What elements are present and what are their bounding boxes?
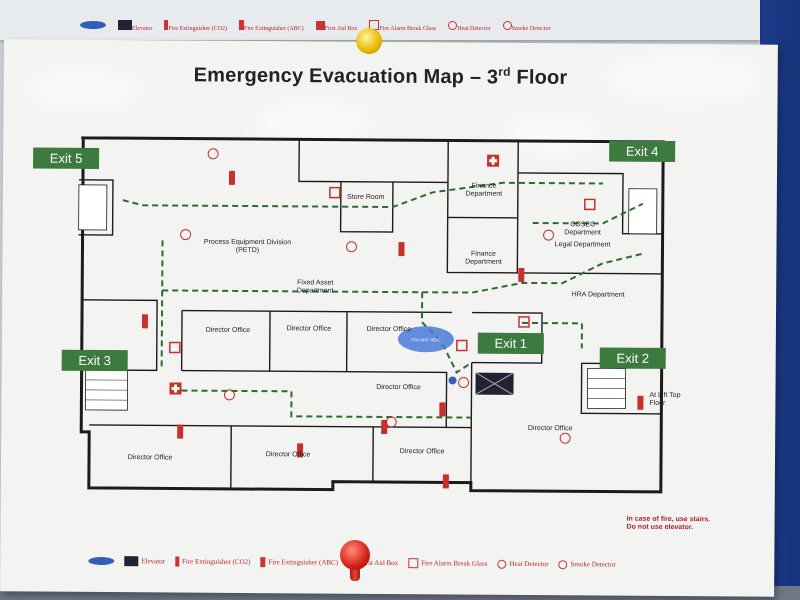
smoke-detector-icon (558, 559, 568, 569)
legend-label: Fire Extinguisher (CO2) (181, 557, 251, 567)
first-aid-crosses (171, 156, 498, 393)
upper-legend-you-are-here (80, 21, 106, 31)
legend-label: Elevator (132, 26, 153, 32)
exit-3-sign: Exit 3 (61, 349, 128, 372)
floor-plan (78, 136, 665, 494)
legend-label: Fire Alarm Break Glass (421, 559, 488, 568)
legend-label: Smoke Detector (511, 25, 551, 32)
legend-label: Fire Alarm Break Glass (379, 26, 437, 32)
fire-stairs-note: In case of fire, use stairs. Do not use … (627, 516, 711, 533)
fire-extinguisher-icon (260, 557, 266, 568)
room-fixed-asset: Fixed Asset Department (296, 279, 334, 295)
heat-detector-icon (448, 20, 458, 30)
elevator-block (475, 372, 514, 396)
first-aid-icon (315, 20, 325, 30)
room-petd: Process Equipment Division (PETD) (203, 238, 292, 255)
exit-1-sign: Exit 1 (477, 332, 544, 355)
room-director-8: Director Office (527, 424, 573, 433)
legend-label: Elevator (141, 557, 166, 566)
room-director-4: Director Office (376, 383, 421, 392)
you-are-here-icon (88, 556, 115, 566)
red-pushpin-shaft (350, 565, 360, 581)
exit-4-sign: Exit 4 (609, 140, 676, 162)
room-store: Store Room (347, 193, 385, 201)
room-director-7: Director Office (399, 448, 445, 456)
yellow-pushpin (356, 28, 382, 54)
upper-legend-abc: Fire Extinguisher (ABC) (239, 20, 304, 32)
legend-co2: Fire Extinguisher (CO2) (174, 556, 251, 568)
legend-label: First Aid Box (324, 25, 358, 32)
room-hra: HRA Department (571, 291, 625, 299)
upper-legend-elevator: Elevator (118, 20, 152, 32)
legend-you-are-here (88, 556, 115, 566)
upper-legend-co2: Fire Extinguisher (CO2) (164, 20, 227, 32)
room-director-6: Director Office (265, 451, 311, 459)
you-are-here-dot (448, 376, 457, 385)
note-line-2: Do not use elevator. (626, 524, 694, 532)
elevator-icon (124, 556, 139, 567)
alarm-markers (168, 186, 596, 354)
upper-legend-heat: Heat Detector (448, 20, 491, 32)
extinguisher-markers (141, 170, 644, 489)
legend-elevator: Elevator (124, 556, 166, 567)
lift-top-floor-note: At Lift Top Floor (649, 391, 681, 407)
upper-legend-aid: First Aid Box (315, 20, 358, 32)
exit-5-sign: Exit 5 (33, 147, 100, 169)
legend-abc: Fire Extinguisher (ABC) (260, 557, 338, 568)
interior-walls (78, 139, 663, 491)
exit-2-sign: Exit 2 (599, 347, 666, 369)
room-director-2: Director Office (286, 325, 332, 333)
legend-label: Fire Extinguisher (ABC) (244, 26, 304, 32)
legend-label: Fire Extinguisher (CO2) (168, 26, 227, 32)
room-director-5: Director Office (127, 454, 173, 462)
legend-label: Fire Extinguisher (ABC) (268, 558, 339, 567)
room-finance-2: Finance Department (465, 250, 502, 266)
elevator-icon (118, 20, 132, 30)
detector-markers (180, 148, 571, 444)
legend-smoke: Smoke Detector (558, 559, 616, 569)
legend-label: Heat Detector (509, 559, 549, 569)
red-pushpin (340, 540, 370, 570)
heat-detector-icon (497, 559, 507, 569)
fire-extinguisher-icon (239, 20, 244, 30)
legend-label: Smoke Detector (570, 560, 616, 569)
room-cosec: COSEC Department (564, 221, 601, 237)
evacuation-routes (122, 181, 644, 419)
evacuation-map-sheet: Emergency Evacuation Map – 3rd Floor (0, 39, 778, 597)
stair-treads (85, 378, 626, 401)
upper-legend: Elevator Fire Extinguisher (CO2) Fire Ex… (80, 20, 551, 32)
fire-alarm-icon (408, 558, 419, 569)
outer-walls (79, 136, 665, 494)
legend-heat: Heat Detector (497, 559, 549, 569)
smoke-detector-icon (502, 20, 512, 30)
legend-alarm: Fire Alarm Break Glass (408, 558, 488, 569)
you-are-here-icon (80, 21, 106, 29)
fire-extinguisher-icon (174, 556, 180, 567)
room-legal: Legal Department (554, 241, 611, 249)
upper-legend-alarm: Fire Alarm Break Glass (369, 20, 436, 32)
room-finance-1: Finance Department (465, 182, 503, 198)
room-director-1: Director Office (205, 326, 251, 335)
stairs (78, 184, 658, 411)
legend-label: Heat Detector (457, 25, 491, 32)
room-director-3: Director Office (366, 325, 412, 334)
upper-legend-smoke: Smoke Detector (502, 20, 551, 32)
fire-extinguisher-icon (164, 20, 169, 30)
